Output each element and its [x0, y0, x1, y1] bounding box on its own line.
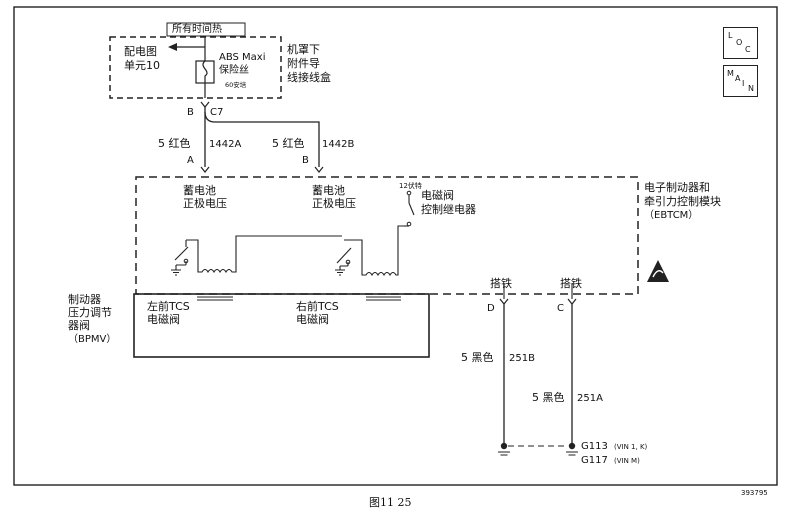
relay-label-1: 电磁阀: [421, 189, 454, 202]
hot-at-all-times-label: 所有时间热: [172, 24, 222, 35]
right-solenoid-switch-icon: [336, 239, 363, 264]
left-coil-icon: [197, 235, 342, 274]
junction-block-label-3: 线接线盒: [287, 71, 331, 84]
esd-warning-icon: [647, 260, 669, 282]
pin-c-icon: [567, 298, 577, 305]
right-tcs-valve-label-2: 电磁阀: [296, 313, 329, 326]
relay-contact-icon: [408, 202, 415, 216]
power-distribution-label-1: 配电图: [124, 45, 157, 58]
main-badge-m: M: [727, 69, 734, 78]
right-tcs-valve-label-1: 右前TCS: [296, 300, 339, 313]
main-badge-i: I: [742, 79, 745, 88]
ebtcm-name-3: （EBTCM）: [644, 210, 699, 221]
loc-badge-o: O: [736, 38, 743, 47]
wire-1442a-circuit: 1442A: [209, 139, 242, 150]
left-tcs-valve-label-2: 电磁阀: [147, 313, 180, 326]
wire-251a-color: 5 黑色: [532, 391, 565, 404]
connector-c7-icon: [200, 101, 210, 108]
ebtcm-name-1: 电子制动器和: [644, 181, 710, 194]
battery-voltage-2-line2: 正极电压: [312, 197, 356, 210]
bpmv-name-4: （BPMV）: [68, 334, 117, 345]
junction-block-label-1: 机罩下: [287, 43, 320, 56]
pin-a-icon: [200, 166, 210, 173]
ground-g117-dot: [568, 442, 576, 450]
right-coil-icon: [361, 225, 404, 277]
wire-251a-circuit: 251A: [577, 393, 603, 404]
wire-1442b-circuit: 1442B: [322, 139, 355, 150]
module-pin-a: A: [187, 155, 194, 166]
ground-label-c: 搭铁: [560, 277, 582, 290]
ground-symbol-icon: [498, 451, 510, 456]
fuse-rating-label: 60安培: [225, 81, 247, 89]
loc-badge-l: L: [728, 31, 733, 40]
left-solenoid-switch-icon: [174, 239, 199, 262]
main-badge-n: N: [748, 84, 754, 93]
pin-d-icon: [499, 298, 509, 305]
figure-id: 393795: [741, 489, 768, 497]
ground-g117-vin: (VIN M): [614, 457, 640, 465]
diagram-frame: [13, 6, 778, 486]
wire-251b-color: 5 黑色: [461, 351, 494, 364]
power-distribution-label-2: 单元10: [124, 59, 160, 72]
left-tcs-valve-label-1: 左前TCS: [147, 300, 190, 313]
ground-pin-c: C: [557, 303, 564, 314]
figure-caption: 图11 25: [369, 496, 412, 509]
ground-symbol-icon: [171, 269, 181, 276]
relay-voltage-label: 12伏特: [399, 182, 422, 190]
hot-at-all-times-box: [166, 22, 246, 37]
ground-label-d: 搭铁: [490, 277, 512, 290]
battery-voltage-1-line1: 蓄电池: [183, 184, 216, 197]
battery-voltage-2-line1: 蓄电池: [312, 184, 345, 197]
wire-1442a-color: 5 红色: [158, 137, 191, 150]
loc-badge-c: C: [745, 45, 751, 54]
ground-symbol-icon: [566, 451, 578, 456]
ground-g113-label: G113: [581, 441, 608, 452]
main-badge[interactable]: M A I N: [723, 65, 758, 97]
bpmv-name-2: 压力调节: [68, 306, 112, 319]
fuse-block-outline: [109, 36, 282, 99]
bpmv-outline: [133, 293, 430, 358]
loc-badge[interactable]: L O C: [723, 27, 758, 59]
bpmv-name-1: 制动器: [68, 293, 101, 306]
arrow-left-icon: [168, 43, 177, 51]
bpmv-name-3: 器阀: [68, 319, 90, 332]
ebtcm-name-2: 牵引力控制模块: [644, 195, 721, 208]
ground-g113-vin: (VIN 1, K): [614, 443, 648, 451]
ground-symbol-icon: [335, 269, 345, 276]
fuse-type-label: 保险丝: [219, 65, 249, 76]
main-badge-a: A: [735, 74, 741, 83]
ebtcm-outline: [135, 176, 639, 295]
wire-1442b-color: 5 红色: [272, 137, 305, 150]
connector-pin-label: B: [187, 107, 194, 118]
ground-g117-label: G117: [581, 455, 608, 466]
battery-voltage-1-line2: 正极电压: [183, 197, 227, 210]
ground-pin-d: D: [487, 303, 495, 314]
fuse-name-label: ABS Maxi: [219, 52, 266, 63]
relay-label-2: 控制继电器: [421, 203, 476, 216]
pin-b-icon: [314, 166, 324, 173]
module-pin-b: B: [302, 155, 309, 166]
junction-block-label-2: 附件导: [287, 57, 320, 70]
connector-id-label: C7: [210, 107, 224, 118]
ground-g113-dot: [500, 442, 508, 450]
wire-251b-circuit: 251B: [509, 353, 535, 364]
